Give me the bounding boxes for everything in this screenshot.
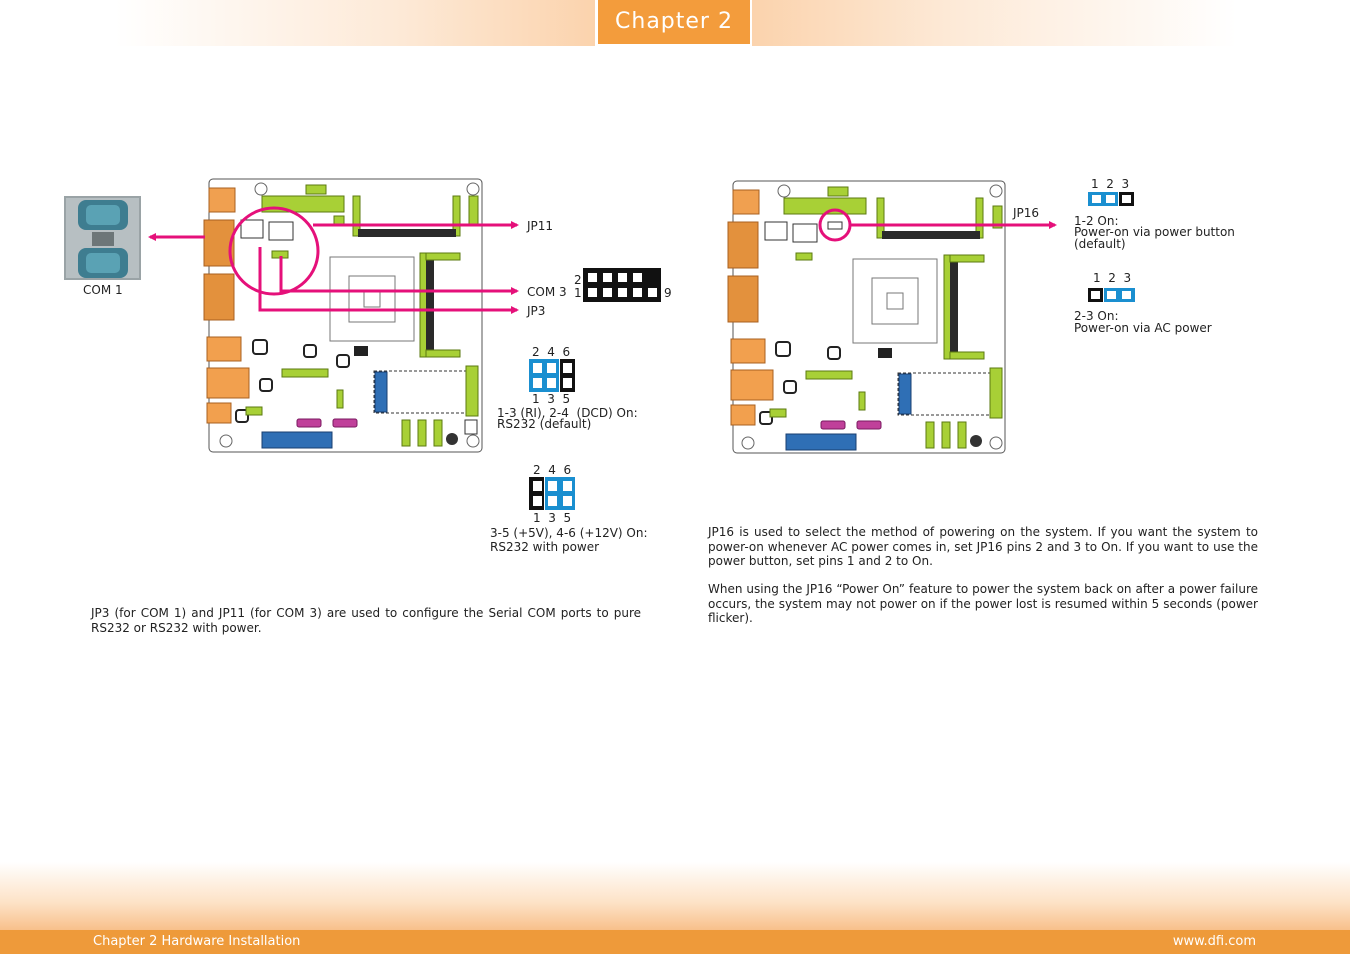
jp16-ac-caption-line2: Power-on via AC power [1074, 321, 1212, 335]
jp3-label: JP3 [527, 304, 546, 318]
right-description-para2: When using the JP16 “Power On” feature t… [708, 582, 1258, 625]
header-band-left [115, 0, 595, 46]
jp16-label: JP16 [1013, 206, 1040, 220]
com3-pin-1-label: 1 [574, 286, 582, 300]
header-band-right [752, 0, 1237, 46]
right-description-para1: JP16 is used to select the method of pow… [708, 525, 1258, 568]
jumper2-top-pins: 2 4 6 [533, 463, 572, 477]
jp16-default-caption-line1: 1-2 On: [1074, 214, 1119, 228]
chapter-tab[interactable]: Chapter 2 [598, 0, 750, 44]
com3-pin-9-label: 9 [664, 286, 672, 300]
jp16-ac-caption-line1: 2-3 On: [1074, 309, 1119, 323]
jumper2-caption-line2: RS232 with power [490, 540, 600, 554]
com3-label: COM 3 [527, 285, 567, 299]
jp16-default-pins: 1 2 3 [1091, 177, 1130, 191]
jumper1-caption-line2: RS232 (default) [497, 417, 592, 431]
jp3-jumper-default [529, 359, 575, 392]
jp16-jumper-ac [1088, 288, 1135, 302]
jumper2-caption-line1: 3-5 (+5V), 4-6 (+12V) On: [490, 526, 648, 540]
right-callouts [818, 208, 1057, 242]
jp16-default-caption-line3: (default) [1074, 237, 1126, 251]
jp11-label: JP11 [527, 219, 554, 233]
footer-fade [0, 862, 1350, 930]
left-description: JP3 (for COM 1) and JP11 (for COM 3) are… [91, 606, 641, 635]
com3-pin-2-label: 2 [574, 273, 582, 287]
footer-section-title: Chapter 2 Hardware Installation [93, 934, 301, 949]
jp16-default-caption-line2: Power-on via power button [1074, 225, 1235, 239]
footer-bar: Chapter 2 Hardware Installation www.dfi.… [0, 930, 1350, 954]
jp3-jumper-power [529, 477, 575, 510]
jumper2-bottom-pins: 1 3 5 [533, 511, 572, 525]
left-motherboard [203, 178, 483, 453]
jumper1-top-pins: 2 4 6 [532, 345, 571, 359]
left-callouts [148, 206, 519, 314]
com3-pin-header [583, 268, 661, 302]
com1-connector-image [64, 196, 141, 280]
footer-website-link[interactable]: www.dfi.com [1172, 934, 1256, 949]
com1-label: COM 1 [83, 283, 123, 297]
jumper1-caption-line1: 1-3 (RI), 2-4 (DCD) On: [497, 406, 638, 420]
jp16-jumper-default [1088, 192, 1134, 206]
jp16-ac-pins: 1 2 3 [1093, 271, 1132, 285]
jumper1-bottom-pins: 1 3 5 [532, 392, 571, 406]
right-motherboard [727, 180, 1006, 454]
